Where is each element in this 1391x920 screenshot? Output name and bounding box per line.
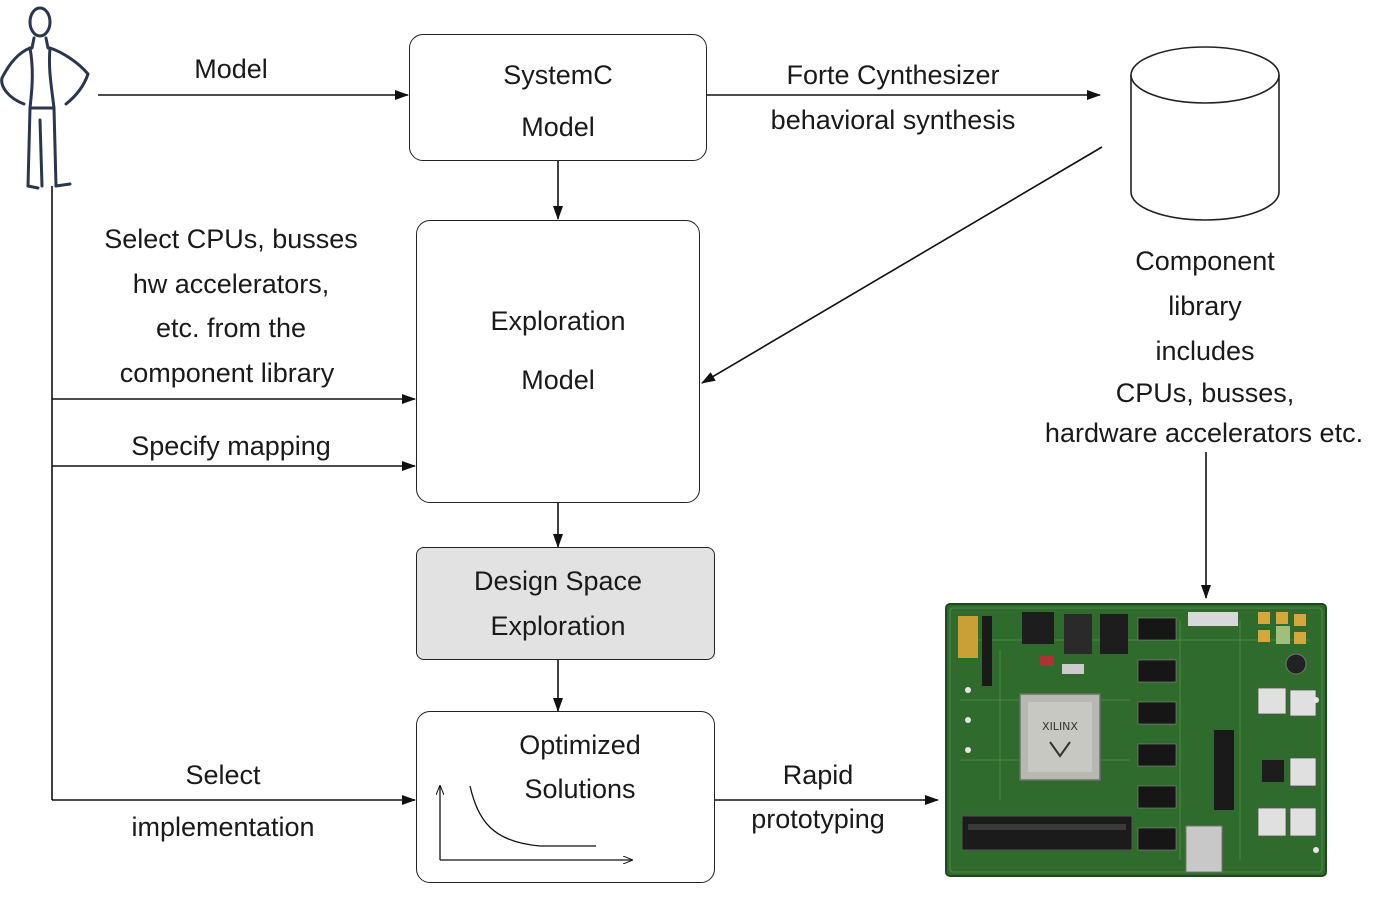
- pareto-plot-icon: [440, 786, 632, 860]
- exploration-model-label-1: Exploration: [490, 306, 626, 336]
- exploration-model-label-2: Model: [521, 365, 595, 395]
- edge-label-model: Model: [194, 54, 268, 84]
- library-label-3: includes: [1155, 336, 1255, 366]
- dse-label-2: Exploration: [490, 611, 626, 641]
- edge-label-select-cpus-1: Select CPUs, busses: [104, 224, 358, 254]
- edge-label-select-impl-2: implementation: [131, 812, 315, 842]
- optimized-label-1: Optimized: [519, 730, 641, 760]
- arrow-library-to-exploration: [701, 146, 1103, 384]
- svg-text:XILINX: XILINX: [1042, 720, 1078, 733]
- stick-figure-icon: [0, 6, 90, 190]
- arrows: [52, 90, 1211, 805]
- edge-label-specify-mapping: Specify mapping: [131, 431, 331, 461]
- fpga-board-image: XILINX: [945, 603, 1327, 877]
- library-label-4: CPUs, busses,: [1115, 378, 1295, 408]
- edge-label-select-cpus-3: etc. from the: [155, 313, 307, 343]
- library-label-1: Component: [1135, 246, 1275, 276]
- library-label-2: library: [1168, 291, 1242, 321]
- exploration-model-box: [416, 220, 700, 503]
- optimized-label-2: Solutions: [524, 774, 636, 804]
- systemc-model-label-2: Model: [521, 112, 595, 142]
- database-cylinder-icon: [1130, 46, 1280, 221]
- edge-label-select-impl-1: Select: [185, 760, 261, 790]
- edge-label-select-cpus-4: component library: [119, 358, 335, 388]
- edge-label-rapid-2: prototyping: [751, 804, 885, 834]
- dse-label-1: Design Space: [473, 566, 643, 596]
- optimized-solutions-box: [416, 711, 715, 883]
- edge-label-forte-1: Forte Cynthesizer: [786, 60, 1000, 90]
- design-space-exploration-box: [416, 547, 715, 660]
- systemc-model-box: [409, 34, 707, 161]
- edge-label-rapid-1: Rapid: [782, 760, 854, 790]
- systemc-model-label-1: SystemC: [503, 60, 613, 90]
- library-label-5: hardware accelerators etc.: [1044, 418, 1364, 448]
- edge-label-select-cpus-2: hw accelerators,: [132, 269, 330, 299]
- edge-label-forte-2: behavioral synthesis: [770, 105, 1016, 135]
